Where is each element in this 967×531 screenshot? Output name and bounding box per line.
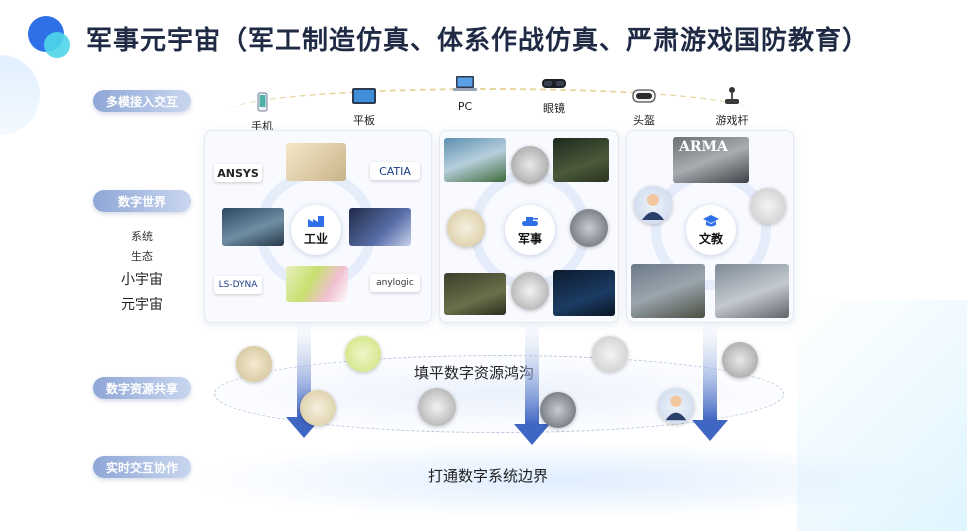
device-tablet: 平板 [334,86,394,128]
world-level-ecology: 生态 [131,250,153,263]
badge-education-label: 文教 [698,231,723,246]
tank-icon [522,216,538,226]
label-share: 数字资源共享 [93,377,191,399]
education-fighter-image [750,188,786,224]
background-swirl [0,55,40,135]
badge-industry: 工业 [291,205,341,255]
industry-simulation-image [286,266,348,302]
person-icon [642,194,664,220]
device-pc: PC [435,74,495,113]
device-phone: 手机 [232,92,292,134]
share-vehicle-bubble [418,388,456,426]
education-game-cover-image: ARMA [673,137,749,183]
tablet-icon [352,88,376,104]
device-helmet-label: 头盔 [633,114,655,127]
brand-ls-dyna: LS-DYNA [214,276,262,294]
band-share-text: 填平数字资源鸿沟 [414,364,535,382]
device-phone-label: 手机 [251,120,273,133]
military-tank-image [553,138,609,182]
military-battlefield-image [444,138,506,182]
background-glow [180,440,940,520]
label-world: 数字世界 [93,190,191,212]
brand-anylogic: anylogic [370,274,420,292]
badge-education: 文教 [686,205,736,255]
device-glasses-label: 眼镜 [543,102,565,115]
world-level-metaverse: 元宇宙 [121,297,163,313]
device-joystick-label: 游戏杆 [715,114,749,127]
device-pc-label: PC [457,100,473,113]
device-tablet-label: 平板 [353,114,375,127]
share-person-bubble [658,388,694,424]
phone-icon [257,92,268,112]
glasses-icon [542,79,566,88]
person-icon [665,395,687,421]
arrow-down-education [692,325,728,441]
military-ship-image [570,209,608,247]
share-simulation-bubble [345,336,381,372]
page-title: 军事元宇宙（军工制造仿真、体系作战仿真、严肃游戏国防教育） [86,26,870,56]
laptop-icon [453,76,477,91]
share-missile-bubble [300,390,336,426]
badge-industry-label: 工业 [303,231,328,246]
badge-military: 军事 [505,205,555,255]
share-ship-bubble [540,392,576,428]
device-helmet: 头盔 [614,86,674,128]
device-joystick: 游戏杆 [702,86,762,128]
arrow-down-military [514,325,550,445]
share-fighter-bubble [592,336,628,372]
education-person-image [634,186,672,224]
military-radar-image [553,270,615,316]
brand-ansys: ANSYS [214,164,262,182]
industry-gearbox-image [286,143,346,181]
world-level-small-universe: 小宇宙 [121,272,163,288]
joystick-icon [725,87,739,104]
logo-icon [28,16,74,62]
game-cover-title: ARMA [679,139,728,155]
military-helicopter-image [511,146,549,184]
factory-icon [308,215,324,227]
badge-military-label: 军事 [517,231,542,246]
education-aircraft-image [715,264,789,318]
device-arc [230,88,750,134]
brand-catia: CATIA [370,162,420,180]
share-gearbox-bubble [236,346,272,382]
label-realtime: 实时交互协作 [93,456,191,478]
industry-factory-image [222,208,284,246]
world-level-system: 系统 [131,230,153,243]
industry-jet-image [349,208,411,246]
vr-headset-icon [632,89,656,103]
military-armor-image [444,273,506,315]
military-missile-image [447,209,485,247]
education-combat-image [631,264,705,318]
device-glasses: 眼镜 [524,74,584,116]
share-helicopter-bubble [722,342,758,378]
band-realtime-text: 打通数字系统边界 [428,467,549,485]
graduation-cap-icon [703,214,719,226]
label-access: 多模接入交互 [93,90,191,112]
military-vehicle-image [511,272,549,310]
